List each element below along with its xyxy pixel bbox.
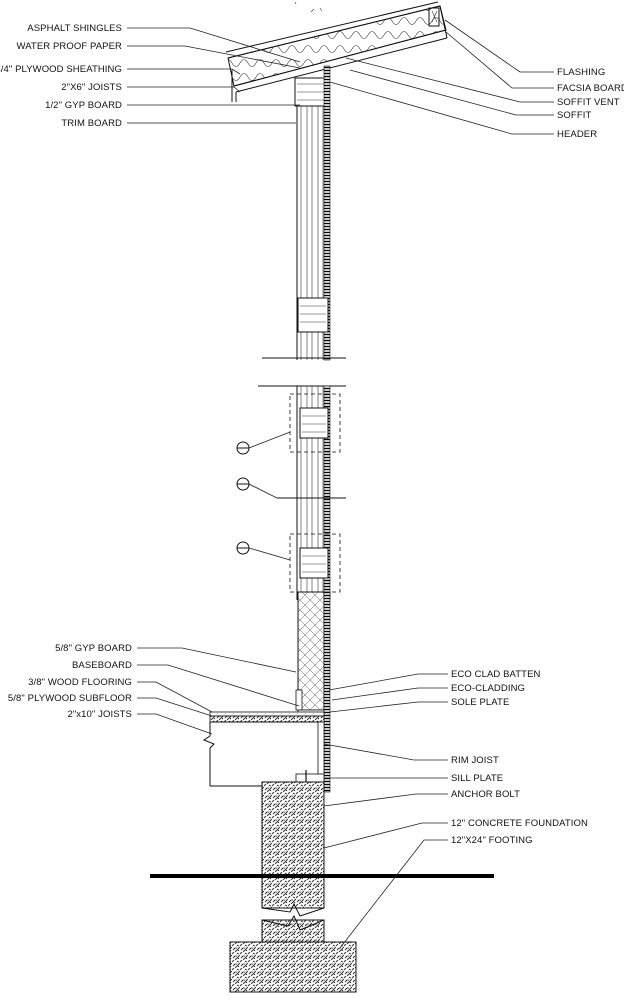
foundation: [150, 781, 494, 993]
label-rim-joist: RIM JOIST: [451, 755, 499, 766]
labels-left: ASPHALT SHINGLES WATER PROOF PAPER 3/4" …: [0, 23, 132, 720]
label-joists-2x10: 2"x10" JOISTS: [67, 709, 132, 720]
label-gyp-board-half: 1/2" GYP BOARD: [45, 100, 122, 111]
label-facsia-board: FACSIA BOARD: [557, 83, 624, 94]
wall-lower: [295, 591, 331, 793]
label-header: HEADER: [557, 129, 597, 140]
label-plywood-subfloor: 5/8" PLYWOOD SUBFLOOR: [8, 693, 132, 704]
window-section: [277, 385, 346, 601]
label-joists-2x6: 2"X6" JOISTS: [61, 82, 122, 93]
label-wood-flooring: 3/8" WOOD FLOORING: [28, 677, 132, 688]
label-eco-clad-batten: ECO CLAD BATTEN: [451, 669, 541, 680]
label-trim-board: TRIM BOARD: [61, 118, 122, 129]
label-flashing: FLASHING: [557, 67, 605, 78]
label-asphalt-shingles: ASPHALT SHINGLES: [27, 23, 122, 34]
label-soffit: SOFFIT: [557, 110, 591, 121]
debris-marks: [294, 1, 323, 13]
label-anchor-bolt: ANCHOR BOLT: [451, 789, 520, 800]
label-soffit-vent: SOFFIT VENT: [557, 97, 620, 108]
label-eco-cladding: ECO-CLADDING: [451, 683, 525, 694]
label-sole-plate: SOLE PLATE: [451, 697, 509, 708]
wall-upper: [258, 65, 346, 387]
leader-lines-left: [127, 27, 301, 735]
label-sill-plate: SILL PLATE: [451, 773, 503, 784]
callout-markers: [236, 431, 291, 561]
roof-assembly: [225, 1, 448, 102]
labels-right: FLASHING FACSIA BOARD SOFFIT VENT SOFFIT…: [451, 67, 624, 846]
label-gyp-board-5-8: 5/8" GYP BOARD: [55, 643, 132, 654]
leader-lines-right: [323, 19, 554, 949]
label-concrete-foundation: 12" CONCRETE FOUNDATION: [451, 818, 588, 829]
label-baseboard: BASEBOARD: [72, 660, 132, 671]
label-water-proof-paper: WATER PROOF PAPER: [16, 41, 122, 52]
label-plywood-sheathing: 3/4" PLYWOOD SHEATHING: [0, 64, 122, 75]
label-footing: 12"X24" FOOTING: [451, 835, 533, 846]
